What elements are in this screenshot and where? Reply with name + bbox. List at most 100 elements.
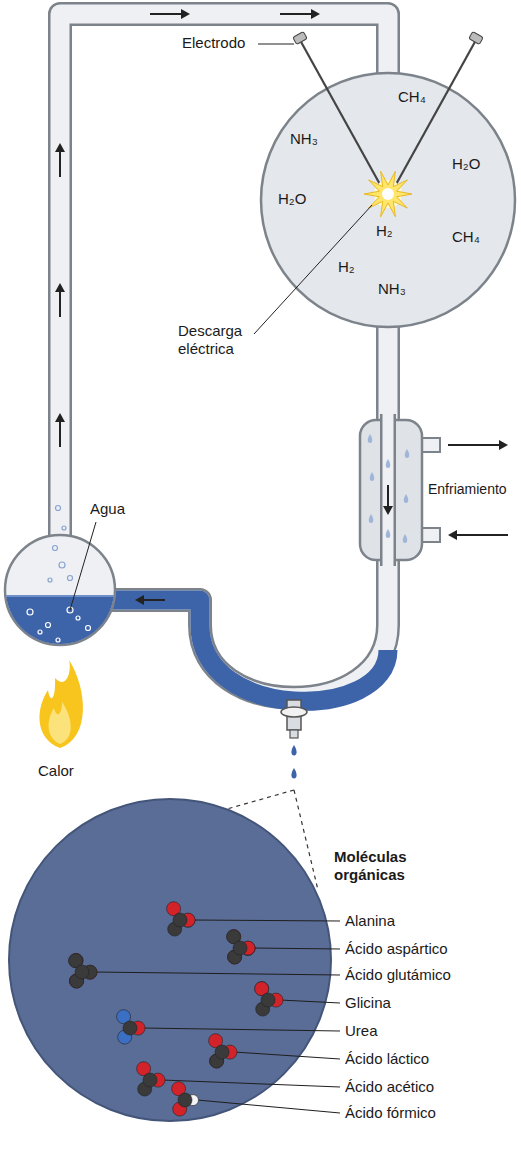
molecule-name: Ácido aspártico: [345, 940, 448, 958]
electric-spark: [364, 171, 412, 217]
flame: [39, 660, 82, 748]
leader-line: [70, 522, 96, 610]
water-drop: [370, 472, 375, 481]
leader-line: [192, 920, 340, 921]
molecule-model: [167, 902, 195, 936]
arrow-shaft: [141, 599, 165, 601]
electrode-terminal: [469, 32, 483, 45]
vapour-bubble: [68, 576, 73, 581]
water-drop: [291, 768, 296, 779]
arrow-head: [135, 595, 144, 605]
condenser-inner-tube: [383, 414, 394, 566]
atom: [75, 965, 89, 979]
flask-sphere: [261, 73, 515, 327]
bubble: [56, 638, 60, 642]
molecule-name: Alanina: [345, 912, 395, 930]
water-drop: [386, 529, 391, 538]
atom: [261, 993, 275, 1007]
arrow-shaft: [454, 534, 508, 536]
gas-formula: H₂O: [278, 190, 306, 208]
leader-line: [280, 1000, 340, 1003]
water-drop: [369, 514, 374, 523]
flow-arrow: [383, 485, 393, 515]
arrow-shaft: [59, 289, 61, 317]
arrow-head: [448, 530, 457, 540]
molecule-model: [117, 1010, 145, 1044]
stopcock-handle: [281, 707, 307, 717]
flow-arrow: [55, 283, 65, 317]
arrow-shaft: [150, 13, 184, 15]
arrow-shaft: [387, 485, 389, 509]
vapour-bubble: [48, 578, 52, 582]
arrow-shaft: [59, 419, 61, 447]
spark-core: [382, 188, 394, 200]
arrow-head: [55, 143, 65, 152]
molecule-model: [255, 982, 283, 1017]
part-label: Agua: [90, 500, 125, 518]
vapour-bubble: [53, 546, 58, 551]
flame-core: [49, 702, 71, 744]
part-label: Electrodo: [182, 34, 245, 52]
gas-formula: H₂: [376, 222, 393, 240]
arrow-shaft: [448, 444, 502, 446]
collection-tube: [104, 300, 388, 698]
magnified-sample-outline: [8, 798, 332, 1122]
flow-arrow: [280, 9, 320, 19]
water-drop: [405, 449, 410, 458]
vapour-bubble: [59, 562, 65, 568]
molecule-model: [227, 930, 255, 965]
atom: [123, 1021, 137, 1035]
collection-tube-wall: [104, 300, 388, 698]
electrode: [300, 40, 382, 188]
water-drop: [404, 494, 409, 503]
part-label: Enfriamiento: [428, 481, 507, 498]
leader-line: [142, 1028, 340, 1031]
gas-formula: CH₄: [398, 88, 426, 106]
molecule-name: Ácido acético: [345, 1078, 434, 1096]
molecule-name: Ácido láctico: [345, 1050, 429, 1068]
arrow-shaft: [280, 13, 314, 15]
water-drop: [368, 434, 373, 443]
atom: [143, 1073, 157, 1087]
vapour-bubble: [56, 506, 61, 511]
molecule-model: [209, 1034, 237, 1068]
leader-line: [234, 1052, 340, 1059]
leader-line: [252, 948, 340, 949]
arrow-head: [383, 506, 393, 515]
molecule-name: Ácido fórmico: [345, 1104, 436, 1122]
molecule-model: [172, 1082, 199, 1116]
condenser-inner-wall: [380, 414, 396, 566]
arrow-head: [311, 9, 320, 19]
molecule-model: [69, 953, 97, 988]
part-label: Descarga eléctrica: [178, 322, 256, 358]
stopcock-nozzle: [290, 730, 298, 738]
flow-arrow: [55, 143, 65, 177]
atom: [233, 941, 247, 955]
bubble: [76, 616, 80, 620]
vapour-bubble: [62, 526, 66, 530]
flow-arrow: [150, 9, 190, 19]
arrow-head: [181, 9, 190, 19]
molecule-model: [137, 1062, 165, 1096]
arrow-head: [55, 413, 65, 422]
flow-arrow: [448, 440, 508, 450]
arrow-head: [55, 283, 65, 292]
flow-arrow: [135, 595, 165, 605]
magnified-circle: [9, 799, 331, 1121]
water-surface: [0, 595, 130, 597]
leader-line: [254, 205, 372, 334]
gas-formula: H₂: [338, 258, 355, 276]
arrow-head: [499, 440, 508, 450]
leader-line: [94, 972, 340, 975]
boiling-water-group: [0, 596, 130, 656]
outline-group: [9, 799, 340, 1121]
magnified-sample: Moléculas orgánicas: [8, 798, 332, 1122]
bubble: [46, 623, 51, 628]
flow-arrow: [55, 413, 65, 447]
panel-heading: Moléculas orgánicas: [334, 848, 444, 884]
gas-formula: CH₄: [452, 228, 480, 246]
flow-arrow: [448, 530, 508, 540]
water-drop: [403, 534, 408, 543]
reaction-flask: CH₄NH₃H₂OH₂OH₂CH₄H₂NH₃: [260, 72, 516, 328]
electrode-terminal: [293, 32, 307, 45]
